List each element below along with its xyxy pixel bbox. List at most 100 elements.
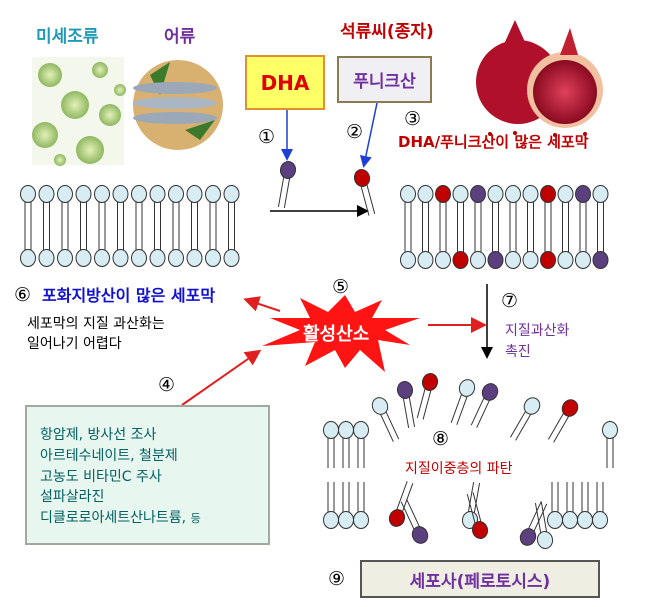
saturated-membrane-title: 포화지방산이 많은 세포막 (42, 286, 216, 305)
step-8: ⑧ (432, 428, 450, 450)
lipid-normal (223, 185, 240, 232)
ros-to-saturated-arrow (243, 296, 281, 312)
lipid-punicic (547, 399, 579, 443)
lipid-normal (353, 482, 369, 529)
lipid-normal (522, 185, 539, 232)
lipid-normal (131, 185, 147, 232)
lipid-dha (400, 499, 429, 544)
lipid-normal (186, 220, 203, 267)
lipid-normal (575, 222, 591, 269)
lipid-normal (557, 185, 574, 232)
lipid-normal (353, 421, 369, 468)
lipid-dha (487, 222, 504, 269)
lipid-normal (338, 421, 354, 468)
lipid-normal (505, 222, 521, 269)
lipid-normal (505, 185, 521, 232)
lipid-dha (592, 222, 609, 269)
lipid-normal (450, 379, 476, 425)
ros-label: 활성산소 (303, 324, 370, 345)
lipid-normal (38, 220, 55, 267)
lipid-normal (470, 222, 486, 269)
lipid-dha (575, 185, 591, 232)
step-7: ⑦ (501, 290, 519, 312)
inducer-item: 항암제, 방사선 조사 (40, 427, 157, 443)
lipid-normal (20, 185, 36, 232)
lipid-normal (20, 220, 36, 267)
inducer-item: 고농도 비타민C 주사 (40, 468, 162, 485)
lipid-normal (186, 185, 203, 232)
lipid-normal (400, 222, 416, 269)
cell-death-box: 세포사(페로토시스) (360, 560, 600, 598)
lipid-punicic (466, 492, 489, 539)
fish-label: 어류 (164, 27, 196, 47)
peroxidation-line1: 지질과산화 (505, 323, 570, 339)
lipid-normal (57, 220, 73, 267)
free-dha-lipid (277, 161, 297, 209)
lipid-normal (75, 185, 92, 232)
fish-image (133, 60, 223, 150)
step-1: ① (258, 126, 276, 148)
lipid-normal (522, 222, 539, 269)
step-6: ⑥ (14, 284, 32, 306)
saturated-desc-line2: 일어나기 어렵다 (27, 336, 122, 352)
lipid-punicic (416, 373, 439, 420)
lipid-normal (168, 220, 184, 267)
lipid-punicic (540, 222, 556, 269)
lipid-normal (323, 482, 339, 529)
lipid-normal (149, 220, 166, 267)
lipid-normal (547, 482, 563, 529)
step-2: ② (346, 121, 364, 143)
free-punicic-lipid (353, 169, 376, 216)
lipid-normal (557, 222, 574, 269)
lipid-normal (400, 185, 416, 232)
lipid-normal (417, 185, 434, 232)
lipid-punicic (452, 222, 469, 269)
lipid-normal (435, 222, 451, 269)
lipid-normal (38, 185, 55, 232)
lipid-dha (470, 383, 499, 428)
lipid-normal (562, 482, 578, 529)
lipid-dha (519, 501, 548, 546)
lipid-normal (534, 501, 554, 549)
lipid-normal (94, 220, 110, 267)
lipid-normal (223, 220, 240, 267)
lipid-punicic (540, 185, 556, 232)
inducer-item: 아르테수네이트, 철분제 (40, 447, 178, 464)
inducers-etc: 등 (190, 512, 201, 526)
lipid-normal (452, 185, 469, 232)
peroxidation-line2: 촉진 (505, 344, 531, 360)
lipid-punicic (435, 185, 451, 232)
lipid-normal (205, 185, 221, 232)
lipid-normal (323, 421, 339, 468)
rich-membrane-label: DHA/푸니크산이 많은 세포막 (398, 133, 589, 151)
lipid-normal (57, 185, 73, 232)
lipid-normal (205, 220, 221, 267)
lipid-normal (168, 185, 184, 232)
lipid-normal (592, 185, 609, 232)
lipid-normal (371, 397, 400, 442)
inducers-to-ros-arrow (181, 349, 262, 406)
ros-starburst (262, 295, 420, 372)
microalgae-image (32, 57, 126, 166)
step-3: ③ (404, 108, 422, 130)
step-4: ④ (158, 374, 176, 396)
lipid-normal (131, 220, 147, 267)
lipid-dha (396, 381, 416, 429)
lipid-normal (112, 220, 129, 267)
lipid-normal (592, 482, 608, 529)
inducers-box: 항암제, 방사선 조사 아르테수네이트, 철분제 고농도 비타민C 주사 설파살… (25, 405, 270, 545)
pomegranate-seed-label: 석류씨(종자) (340, 22, 434, 42)
saturated-desc-line1: 세포막의 지질 과산화는 (27, 316, 165, 332)
punicic-acid-box: 푸니크산 (337, 56, 432, 103)
lipid-normal (417, 222, 434, 269)
bilayer-rupture-label: 지질이중층의 파탄 (405, 461, 513, 477)
step-5: ⑤ (332, 276, 350, 298)
lipid-normal (338, 482, 354, 529)
lipid-normal (577, 482, 593, 529)
lipid-normal (149, 185, 166, 232)
pomegranate-image (476, 20, 603, 137)
lipid-normal (112, 185, 129, 232)
lipid-normal (94, 185, 110, 232)
lipid-normal (509, 397, 541, 441)
